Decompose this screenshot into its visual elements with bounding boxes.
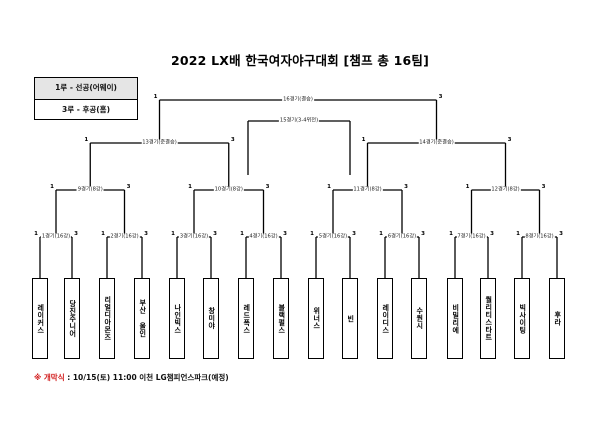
r16-game-5-score-left: 1 [310,231,314,237]
team-box: 블랙펄스 [273,278,289,359]
team-box: 비밀리에 [447,278,463,359]
third-place-label: 15경기(3-4위전) [278,117,320,125]
note-text: : 10/15(토) 11:00 이천 LG챔피언스파크(예정) [64,373,229,382]
r16-game-label: 3경기(16강) [178,233,210,241]
r16-game-8-score-left: 1 [516,231,520,237]
r16-game-1-score-right: 3 [74,231,78,237]
r16-game-2-score-left: 1 [101,231,105,237]
r16-game-6-score-left: 1 [379,231,383,237]
qf-game-label: 11경기(8강) [352,186,383,194]
qf-game-label: 10경기(8강) [213,186,244,194]
r16-game-label: 7경기(16강) [456,233,487,241]
team-box: 퀄리티스타트 [480,278,496,359]
r16-game-2-score-right: 3 [144,231,148,237]
r16-game-label: 4경기(16강) [248,233,279,241]
qf-game-1-score-left: 1 [50,184,54,190]
sf-game-label: 14경기(준결승) [418,139,455,147]
final-game-label: 16경기(결승) [282,96,314,104]
opening-ceremony-note: ※ 개막식 : 10/15(토) 11:00 이천 LG챔피언스파크(예정) [34,372,229,383]
sf-game-1-score-right: 3 [230,137,235,143]
r16-game-4-score-left: 1 [240,231,244,237]
page-title: 2022 LX배 한국여자야구대회 [챔프 총 16팀] [170,53,430,68]
r16-game-8-score-right: 3 [559,231,563,237]
team-box: 리얼디아몬즈 [99,278,115,359]
team-box: 위너스 [308,278,324,359]
r16-game-4-score-right: 3 [283,231,287,237]
qf-game-4-score-right: 3 [541,184,546,190]
sf-game-1-score-left: 1 [84,137,89,143]
qf-game-label: 9경기(8강) [76,186,104,194]
qf-game-2-score-left: 1 [188,184,192,190]
final-game-score-right: 3 [438,94,443,100]
final-game-score-left: 1 [153,94,158,100]
team-box: 부산 올인 [134,278,150,359]
qf-game-2-score-right: 3 [265,184,270,190]
team-box: 레이커스 [32,278,48,359]
team-box: 창미야 [203,278,219,359]
r16-game-5-score-right: 3 [352,231,356,237]
r16-game-7-score-right: 3 [490,231,494,237]
r16-game-label: 2경기(16강) [109,233,140,241]
legend-box: 1루 - 선공(어웨이) 3루 - 후공(홈) [34,77,138,120]
sf-game-label: 13경기(준결승) [141,139,178,147]
team-box: 빈 [342,278,358,359]
legend-first-base: 1루 - 선공(어웨이) [35,78,137,100]
r16-game-1-score-left: 1 [34,231,38,237]
sf-game-2-score-left: 1 [361,137,366,143]
r16-game-label: 8경기(16강) [524,233,555,241]
r16-game-label: 5경기(16강) [317,233,349,241]
r16-game-3-score-left: 1 [171,231,175,237]
r16-game-label: 6경기(16강) [386,233,418,241]
team-box: 빅사이팅 [514,278,530,359]
team-box: 레이디스 [377,278,393,359]
team-box: 나인빅스 [169,278,185,359]
team-box: 수원시 [411,278,427,359]
qf-game-4-score-left: 1 [465,184,470,190]
legend-third-base: 3루 - 후공(홈) [61,104,110,114]
team-box: 당진주니어 [64,278,80,359]
r16-game-7-score-left: 1 [449,231,453,237]
note-marker: ※ 개막식 [34,373,65,382]
sf-game-2-score-right: 3 [507,137,512,143]
qf-game-1-score-right: 3 [126,184,131,190]
qf-game-3-score-right: 3 [404,184,408,190]
r16-game-label: 1경기(16강) [40,233,72,241]
r16-game-3-score-right: 3 [213,231,217,237]
qf-game-3-score-left: 1 [327,184,331,190]
r16-game-6-score-right: 3 [421,231,425,237]
team-box: 레드폭스 [238,278,254,359]
team-box: 후라 [549,278,565,359]
qf-game-label: 12경기(8강) [490,186,521,194]
